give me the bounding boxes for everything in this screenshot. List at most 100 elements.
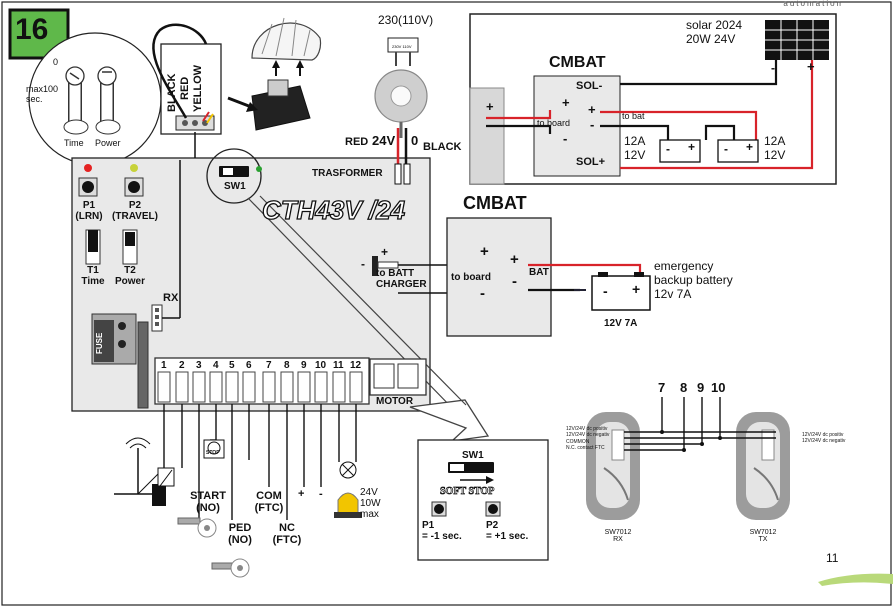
- rx-line-2: 12V/24V dc negativ: [566, 432, 610, 438]
- ped-key-switch-icon: [211, 558, 250, 578]
- transformer-24v: 24V: [372, 133, 396, 148]
- cmbat-bat: BAT: [529, 267, 549, 278]
- charger-plus: +: [381, 245, 389, 259]
- start-key-switch-icon: [177, 517, 217, 538]
- page-badge: 16: [15, 13, 49, 46]
- antenna-icon: [114, 437, 175, 506]
- solar-to-bat: to bat: [622, 111, 645, 121]
- trimmer-power-label: Power: [95, 138, 121, 148]
- warning-lamp-icon: [334, 461, 362, 518]
- p2-led: [130, 164, 138, 172]
- terminal-3: 3: [196, 360, 202, 371]
- tx-model-label: SW7012 TX: [749, 529, 777, 543]
- sol-plus-label: SOL+: [576, 156, 606, 168]
- photocell-tx-icon: [736, 412, 790, 520]
- charger-connector: [372, 256, 378, 276]
- sol-minus-label: SOL-: [576, 80, 603, 92]
- transformer-icon: 230V 110V: [374, 37, 428, 138]
- transformer-red-label: RED: [345, 136, 369, 148]
- bat1-rating: 12A 12V: [624, 134, 646, 162]
- terminal-12: 12: [350, 360, 362, 371]
- rx-line-3: COMMON: [566, 439, 590, 445]
- cmbat-title: CMBAT: [463, 193, 527, 213]
- svg-text:230V 110V: 230V 110V: [392, 44, 412, 49]
- terminal-8: 8: [284, 360, 290, 371]
- terminal-2: 2: [179, 360, 185, 371]
- bat2-plus: +: [746, 140, 754, 154]
- trimmer-time-label: Time: [64, 138, 84, 148]
- solar-panel-label: solar 2024 20W 24V: [686, 18, 743, 46]
- terminal-wiring: [163, 404, 357, 520]
- t1-label: T1 Time: [81, 265, 105, 287]
- terminal-minus-label: -: [319, 488, 323, 500]
- terminal-screws: [157, 371, 363, 403]
- trimmer-max-note: max100 sec.: [26, 84, 59, 104]
- backup-bat-minus: -: [603, 283, 608, 299]
- terminal-11: 11: [333, 360, 344, 371]
- lamp-rating: 24V 10W max: [360, 487, 381, 520]
- solar-to-board: to board: [537, 118, 571, 128]
- footer-decoration: [818, 573, 893, 586]
- cmbat-plus-left: +: [480, 243, 489, 260]
- wire-yellow-label: YELLOW: [192, 64, 204, 112]
- brand-text: automation: [783, 0, 843, 8]
- emergency-battery-label: emergency backup battery 12v 7A: [654, 259, 733, 301]
- rx-label: RX: [163, 292, 179, 304]
- terminal-1: 1: [161, 360, 167, 371]
- terminal-plus-label: +: [298, 488, 305, 500]
- solar-panel-icon: [765, 20, 829, 60]
- flashing-lamp-icon: [251, 17, 322, 131]
- bat2-minus: -: [724, 142, 728, 156]
- sw1-label: SW1: [224, 181, 246, 192]
- sw1-detail-title: SW1: [462, 450, 484, 461]
- tx-line-2: 12V/24V dc negativ: [802, 438, 846, 444]
- stop-button-icon: [203, 439, 225, 459]
- p2-label: P2 (TRAVEL): [112, 200, 158, 222]
- solar-cmbat-minus-right: -: [590, 117, 595, 132]
- cmbat-plus-right: +: [510, 251, 519, 268]
- solar-cmbat-minus-left: -: [563, 131, 568, 146]
- stop-label: STOP: [206, 450, 220, 456]
- terminal-7: 7: [266, 360, 272, 371]
- wire-red-label: RED: [179, 76, 191, 100]
- solar-battery-1-icon: [659, 139, 701, 163]
- sw1-detail-box: [417, 439, 549, 561]
- terminal-10: 10: [315, 360, 327, 371]
- charger-label: to BATT CHARGER: [376, 268, 427, 290]
- board-edge: [469, 87, 505, 185]
- solar-red-wire-board: [486, 110, 552, 120]
- bat1-minus: -: [666, 142, 670, 156]
- terminal-5: 5: [229, 360, 235, 371]
- sw1-detail-p2-label: P2 = +1 sec.: [486, 520, 529, 542]
- mains-voltage: 230(110V): [378, 13, 434, 27]
- rx-line-4: N.C. contact FTC: [566, 445, 605, 451]
- power-trimmer-icon: [95, 66, 121, 135]
- photocell-terminal-7: 7: [658, 380, 666, 395]
- backup-battery-rating: 12V 7A: [604, 318, 638, 329]
- cmbat-board: [446, 217, 552, 337]
- solar-panel-minus: -: [771, 61, 775, 75]
- p1-led: [84, 164, 92, 172]
- photocell-wiring: [624, 397, 776, 451]
- tx-line-1: 12V/24V dc positiv: [802, 432, 844, 438]
- bat1-plus: +: [688, 140, 696, 154]
- solar-cmbat-plus-right: +: [588, 102, 596, 117]
- nc-label: NC (FTC): [272, 522, 302, 546]
- solar-battery-2-icon: [717, 139, 759, 163]
- solar-cmbat-title: CMBAT: [549, 54, 606, 71]
- sw1-detail-p1-label: P1 = -1 sec.: [422, 520, 462, 542]
- solar-panel-plus: +: [807, 59, 815, 74]
- rx-model-label: SW7012 RX: [604, 529, 632, 543]
- board-connector-strip: [137, 321, 149, 409]
- time-trimmer-icon: [63, 66, 89, 135]
- start-label: START (NO): [190, 490, 226, 514]
- transformer-zero: 0: [411, 133, 419, 148]
- trimmer-zero: 0: [53, 57, 59, 67]
- board-title: CTH43V /24: [261, 195, 406, 225]
- backup-battery-icon: [591, 272, 651, 311]
- wire-black-label: BLACK: [166, 73, 178, 113]
- t2-label: T2 Power: [114, 265, 145, 287]
- rx-line-1: 12V/24V dc positiv: [566, 426, 608, 432]
